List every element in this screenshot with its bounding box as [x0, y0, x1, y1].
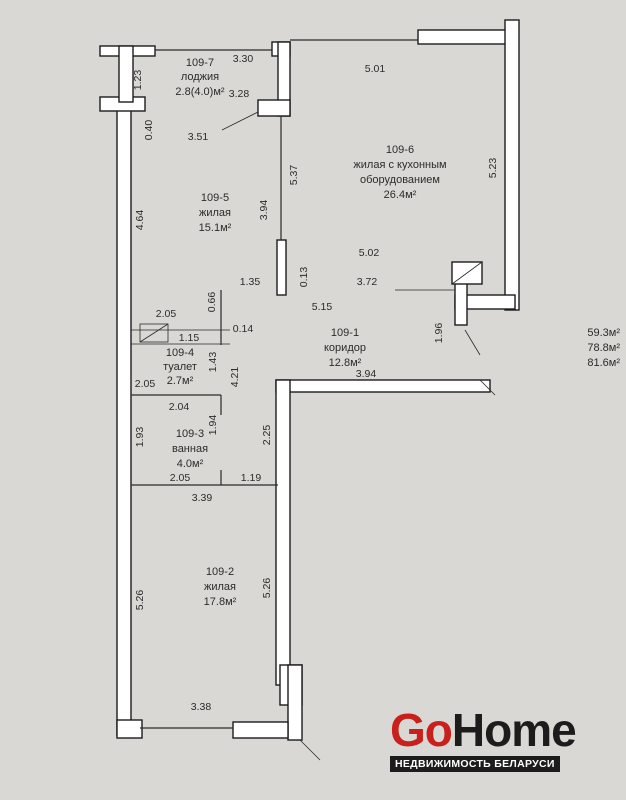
walls [99, 19, 520, 741]
dimension-label: 1.15 [179, 332, 200, 344]
room-name: туалет [163, 361, 197, 373]
logo-wordmark: GoHome [390, 704, 577, 756]
dimension-label: 0.66 [206, 292, 218, 313]
gohome-logo: GoHome НЕДВИЖИМОСТЬ БЕЛАРУСИ [390, 706, 580, 776]
room-kitchen-living: 109-6 жилая с кухонным оборудованием 26.… [353, 144, 446, 201]
partitions [131, 39, 496, 761]
dimension-label: 3.39 [192, 492, 213, 504]
dimension-label: 4.64 [134, 210, 146, 231]
dimension-label: 1.23 [132, 70, 144, 91]
dimension-label: 2.04 [169, 401, 190, 413]
room-area: 26.4м² [384, 189, 417, 201]
room-name: жилая [199, 207, 231, 219]
dimension-label: 3.28 [229, 88, 250, 100]
room-living-2: 109-2 жилая 17.8м² [204, 566, 237, 608]
room-area: 12.8м² [329, 357, 362, 369]
room-name: жилая с кухонным [353, 159, 446, 171]
total-area-3: 81.6м² [587, 357, 620, 369]
dimension-label: 3.94 [356, 368, 377, 380]
room-name: жилая [204, 581, 236, 593]
dimension-label: 4.21 [229, 367, 241, 388]
room-number: 109-1 [331, 327, 359, 339]
room-number: 109-3 [176, 428, 204, 440]
room-area: 4.0м² [177, 458, 204, 470]
dimension-label: 1.35 [240, 276, 261, 288]
dimension-label: 2.25 [261, 425, 273, 446]
dimension-label: 0.14 [233, 323, 254, 335]
total-area-1: 59.3м² [587, 327, 620, 339]
dimension-label: 2.05 [156, 308, 177, 320]
room-number: 109-4 [166, 347, 194, 359]
room-name: оборудованием [360, 174, 440, 186]
logo-go: Go [390, 704, 453, 756]
dimension-label: 1.93 [134, 427, 146, 448]
room-number: 109-6 [386, 144, 414, 156]
room-living-1: 109-5 жилая 15.1м² [199, 192, 232, 234]
dimension-label: 3.30 [233, 53, 254, 65]
dimension-label: 1.43 [207, 352, 219, 373]
dimension-label: 3.94 [258, 200, 270, 221]
dimension-label: 5.26 [134, 590, 146, 611]
room-loggia: 109-7 лоджия 2.8(4.0)м² [175, 57, 224, 98]
dimension-label: 3.72 [357, 276, 378, 288]
dimension-label: 3.38 [191, 701, 212, 713]
dimension-label: 5.37 [288, 165, 300, 186]
dimension-label: 5.01 [365, 63, 386, 75]
dimension-label: 1.94 [207, 415, 219, 436]
room-area: 2.8(4.0)м² [175, 86, 224, 98]
room-area: 15.1м² [199, 222, 232, 234]
dimension-label: 2.05 [170, 472, 191, 484]
logo-tagline: НЕДВИЖИМОСТЬ БЕЛАРУСИ [390, 756, 560, 772]
room-area: 2.7м² [167, 375, 194, 387]
logo-home: Home [451, 704, 577, 756]
room-corridor: 109-1 коридор 12.8м² [324, 327, 366, 369]
dimension-label: 1.96 [433, 323, 445, 344]
room-bathroom: 109-3 ванная 4.0м² [172, 428, 208, 470]
dimension-label: 2.05 [135, 378, 156, 390]
area-totals: 59.3м² 78.8м² 81.6м² [587, 326, 620, 371]
dimension-label: 5.26 [261, 578, 273, 599]
dimension-label: 5.15 [312, 301, 333, 313]
dimension-label: 0.40 [143, 120, 155, 141]
dimension-labels: 3.30 1.23 3.28 5.01 0.40 3.51 5.37 5.23 … [132, 53, 499, 713]
room-number: 109-5 [201, 192, 229, 204]
room-name: коридор [324, 342, 366, 354]
dimension-label: 5.02 [359, 247, 380, 259]
room-toilet: 109-4 туалет 2.7м² [163, 347, 197, 387]
room-area: 17.8м² [204, 596, 237, 608]
room-number: 109-7 [186, 57, 214, 69]
dimension-label: 5.23 [487, 158, 499, 179]
dimension-label: 3.51 [188, 131, 209, 143]
room-name: ванная [172, 443, 208, 455]
dimension-label: 1.19 [241, 472, 262, 484]
room-name: лоджия [181, 71, 219, 83]
dimension-label: 0.13 [298, 267, 310, 288]
total-area-2: 78.8м² [587, 342, 620, 354]
room-number: 109-2 [206, 566, 234, 578]
